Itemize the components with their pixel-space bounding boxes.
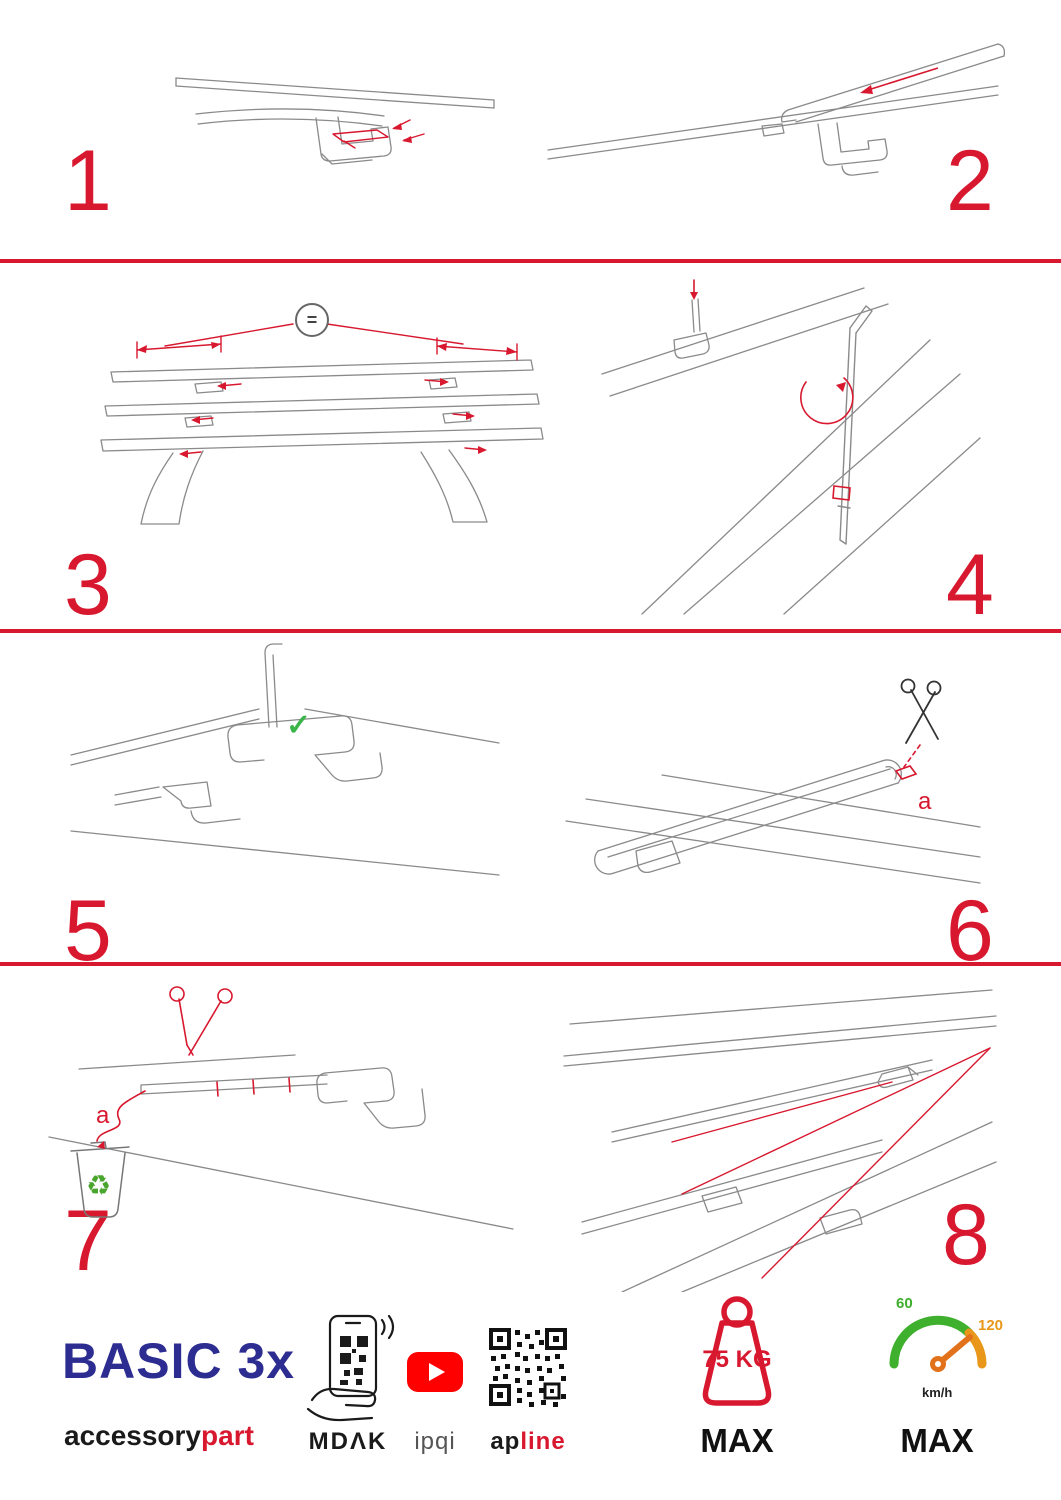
qr-code-icon [487, 1326, 569, 1408]
alignment-guides [671, 1047, 991, 1279]
step-6-illustration [552, 675, 992, 915]
weight-limit-value: 75 KG [702, 1346, 772, 1373]
allen-key-drawing [601, 279, 981, 615]
step-2-illustration [530, 28, 1010, 218]
video-label: ipqi [414, 1428, 456, 1455]
cut-strip-discard-drawing [48, 986, 514, 1230]
roof-assembly-lines [563, 989, 997, 1292]
qr-phone-label: MDΛK [308, 1428, 388, 1455]
brand-wordmark: accessorypart [64, 1422, 254, 1450]
clamp-check-drawing [70, 643, 500, 876]
step-7-illustration [35, 985, 525, 1245]
clamp-under-roof-drawing [175, 77, 495, 165]
bar-slide-drawing [547, 43, 1006, 176]
step-1-illustration [170, 62, 500, 222]
step-8-number: 8 [942, 1187, 990, 1283]
equal-symbol: = [306, 309, 318, 330]
strip-and-clamp-lines [48, 1054, 514, 1230]
speedometer-icon [872, 1292, 1002, 1407]
slide-arrow [860, 67, 939, 94]
check-icon: ✓ [286, 709, 312, 742]
bars-and-feet-lines [100, 359, 544, 525]
step-3-number: 3 [64, 537, 112, 633]
equal-spacing-badge: = [295, 303, 329, 337]
step-7-number: 7 [64, 1193, 112, 1289]
speed-max-label: MAX [900, 1422, 974, 1459]
section-divider-2 [0, 629, 1061, 633]
trash-bin-icon [70, 1141, 130, 1218]
allen-key-icon [837, 305, 873, 545]
dimension-marks [136, 323, 518, 458]
equal-spacing-drawing [100, 323, 544, 525]
app-label: apline [477, 1430, 579, 1454]
step-6-detail-label: a [918, 788, 932, 815]
bar-profile-lines [565, 759, 981, 884]
step-3-illustration [45, 288, 575, 538]
scissors-red-icon [96, 986, 291, 1149]
brand-wordmark-black: accessory [64, 1420, 202, 1451]
cut-bar-drawing [565, 678, 981, 884]
step-4-number: 4 [946, 537, 994, 633]
recycle-icon: ♻ [86, 1170, 112, 1201]
phone-qr-scan-icon [300, 1312, 395, 1422]
app-label-black: ap [490, 1428, 521, 1455]
tighten-arrows [690, 279, 854, 501]
step-8-illustration [552, 982, 1002, 1292]
step-4-illustration [588, 278, 993, 618]
section-divider-3 [0, 962, 1061, 966]
roof-edge-lines [175, 77, 495, 165]
app-label-red: line [520, 1428, 566, 1455]
weight-limit-icon [672, 1292, 802, 1412]
step-6-number: 6 [946, 883, 994, 979]
speed-unit: km/h [922, 1385, 953, 1400]
roof-rail-lines [601, 287, 981, 615]
bar-and-clamp-lines [547, 43, 1006, 176]
step-5-number: 5 [64, 883, 112, 979]
speed-tick-low: 60 [896, 1295, 913, 1312]
speed-tick-high: 120 [978, 1317, 1004, 1334]
youtube-icon [407, 1352, 463, 1392]
section-divider-1 [0, 259, 1061, 263]
scissors-icon [900, 678, 942, 744]
step-1-number: 1 [64, 133, 112, 229]
brand-wordmark-red: part [201, 1420, 254, 1451]
final-assembly-drawing [563, 989, 997, 1292]
cut-line-and-insert [894, 744, 921, 780]
weight-max-label: MAX [700, 1422, 774, 1459]
clamp-lines [70, 643, 500, 876]
product-name: BASIC 3x [62, 1333, 296, 1389]
step-7-detail-label: a [96, 1102, 110, 1129]
step-2-number: 2 [946, 133, 994, 229]
step-5-illustration [55, 635, 515, 900]
plate-insert-highlight [332, 119, 425, 149]
